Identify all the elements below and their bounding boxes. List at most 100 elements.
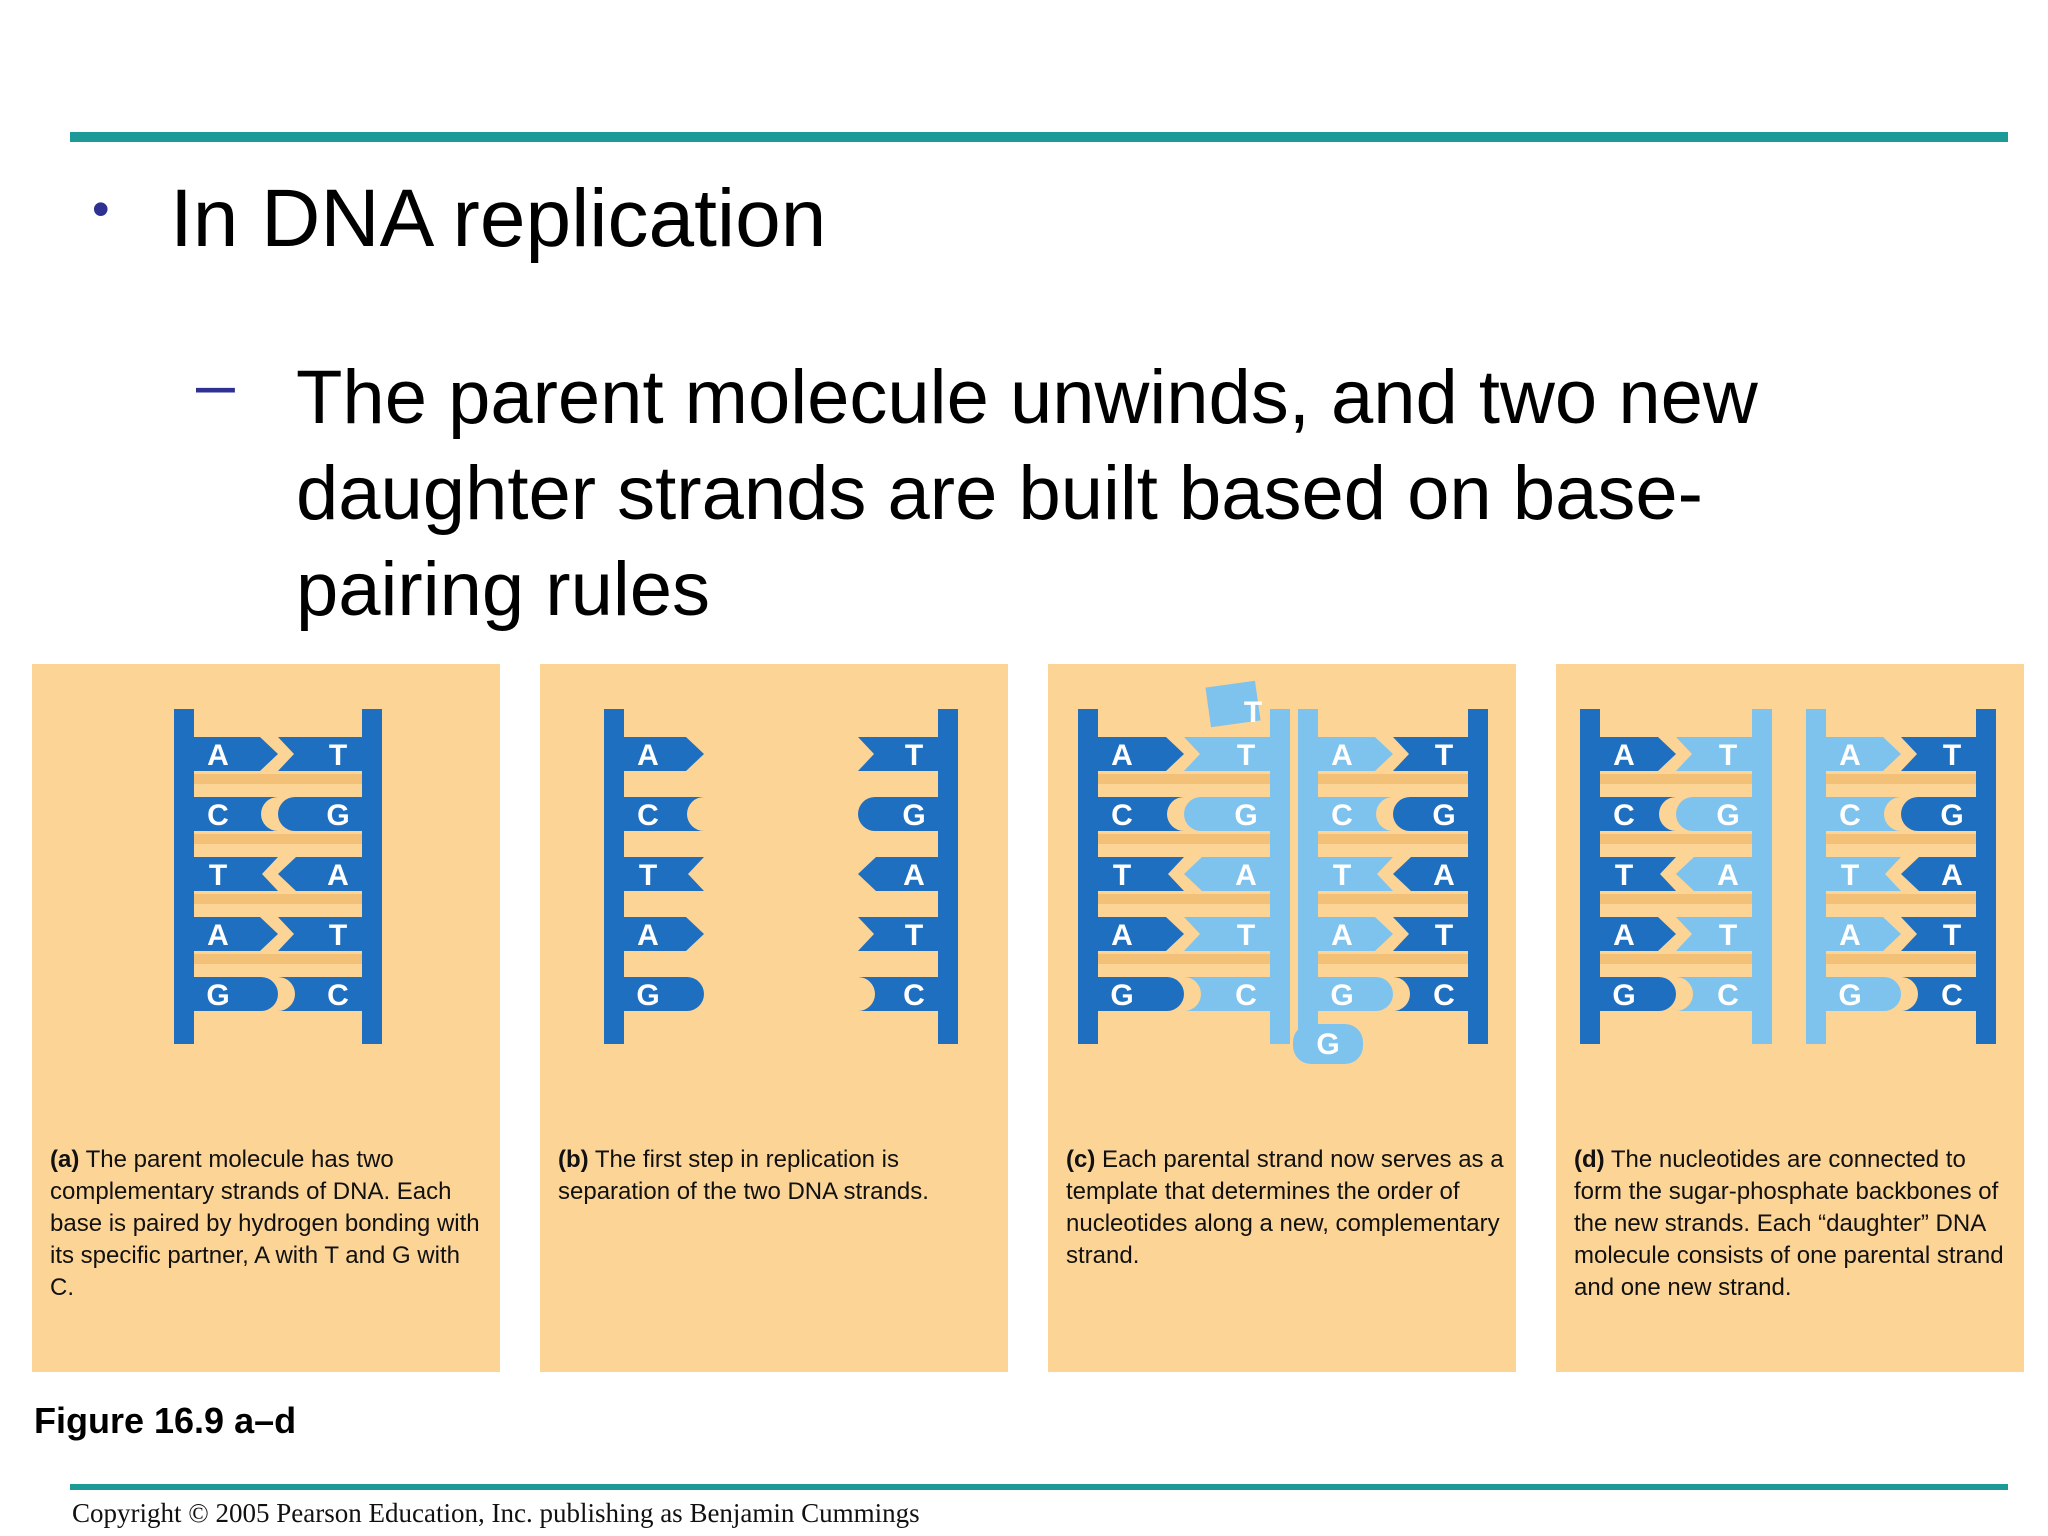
panel-a-rung	[194, 834, 362, 844]
panel-c-right-base-A	[1393, 857, 1468, 891]
panel-d-left-base-A	[1676, 857, 1752, 891]
bullet1-text: In DNA replication	[170, 173, 827, 264]
panel-c-right-rung	[1318, 834, 1468, 844]
panel-d-right-base-label: G	[1940, 799, 1963, 832]
panel-d-left-base-label: G	[1612, 979, 1635, 1012]
panel-d-left-base-C	[1676, 977, 1752, 1011]
panel-b-base-C	[858, 977, 938, 1011]
panel-d-right-rung	[1826, 954, 1976, 964]
panel-b-base-label: T	[639, 859, 657, 892]
panel-c-left-base-label: C	[1235, 979, 1257, 1012]
panel-d-caption-text: The nucleotides are connected to form th…	[1574, 1146, 2004, 1301]
panel-c-left-base-label: T	[1237, 739, 1255, 772]
panel-c-left-base-label: T	[1237, 919, 1255, 952]
panel-c-left-rung	[1098, 894, 1270, 904]
panel-c-right-base-label: C	[1331, 799, 1353, 832]
panel-a-base-label: G	[326, 799, 349, 832]
panel-b-base-label: A	[637, 739, 659, 772]
panel-b-base-A	[624, 917, 704, 951]
panel-a-caption-text: The parent molecule has two complementar…	[50, 1146, 480, 1301]
panel-b-base-label: C	[903, 979, 925, 1012]
panel-b-base-G	[624, 977, 704, 1011]
panel-c-left-base-A	[1184, 857, 1270, 891]
panel-b-base-G	[858, 797, 938, 831]
panel-b-base-label: A	[903, 859, 925, 892]
panel-d-right-base-label: T	[1943, 739, 1961, 772]
panel-c-caption-label: (c)	[1066, 1146, 1096, 1173]
panel-d-left-base-label: A	[1717, 859, 1739, 892]
panel-b-base-label: A	[637, 919, 659, 952]
panel-c-caption: (c) Each parental strand now serves as a…	[1066, 1144, 1506, 1272]
panel-a-base-A	[194, 737, 278, 771]
panel-d-right-base-label: G	[1838, 979, 1861, 1012]
panel-b-base-C	[624, 797, 704, 831]
panel-a-base-label: T	[329, 919, 347, 952]
panel-d-left-base-C	[1600, 797, 1676, 831]
panel-c-right-base-label: A	[1433, 859, 1455, 892]
panel-c-left-base-T	[1184, 737, 1270, 771]
panel-d-left-rung	[1600, 834, 1752, 844]
panel-c-right-base-G	[1393, 797, 1468, 831]
panel-b-base-T	[858, 737, 938, 771]
panel-b-base-label: G	[902, 799, 925, 832]
panel-d-right-base-G	[1826, 977, 1901, 1011]
copyright-notice: Copyright © 2005 Pearson Education, Inc.…	[72, 1498, 920, 1528]
panel-d-left-right-backbone	[1752, 709, 1772, 1044]
panel-d-left-base-label: A	[1613, 739, 1635, 772]
bullet2-text: The parent molecule unwinds, and two new…	[296, 355, 1758, 632]
panel-b-right-backbone	[938, 709, 958, 1044]
panel-a-base-label: G	[206, 979, 229, 1012]
panel-a-caption-label: (a)	[50, 1146, 80, 1173]
panel-c-left-base-T	[1098, 857, 1184, 891]
panel-c-right-base-T	[1318, 857, 1393, 891]
panel-d-left-rung	[1600, 774, 1752, 784]
panel-d-left-base-label: T	[1615, 859, 1633, 892]
panel-c-left-base-A	[1098, 917, 1184, 951]
panel-b-caption-label: (b)	[558, 1146, 589, 1173]
panel-a-base-label: C	[207, 799, 229, 832]
panel-a-base-T	[278, 737, 362, 771]
panel-d-right-base-C	[1901, 977, 1976, 1011]
panel-b-caption: (b) The first step in replication is sep…	[558, 1144, 998, 1208]
panel-c-left-base-label: C	[1111, 799, 1133, 832]
panel-c-left-base-C	[1184, 977, 1270, 1011]
panel-a-rung	[194, 954, 362, 964]
panel-b-base-T	[858, 917, 938, 951]
panel-d-right-base-T	[1901, 737, 1976, 771]
panel-d-left-left-backbone	[1580, 709, 1600, 1044]
panel-d-left-base-label: C	[1717, 979, 1739, 1012]
panel-a-base-label: A	[207, 919, 229, 952]
panel-d-right-base-A	[1826, 737, 1901, 771]
panel-c-right-rung	[1318, 894, 1468, 904]
panel-d-left-base-T	[1676, 737, 1752, 771]
panel-d-left-base-label: G	[1716, 799, 1739, 832]
top-divider	[70, 132, 2008, 142]
panel-a-rung	[194, 774, 362, 784]
panel-c-caption-text: Each parental strand now serves as a tem…	[1066, 1146, 1504, 1269]
panel-d-left-rung	[1600, 954, 1752, 964]
panel-d-right-base-label: C	[1941, 979, 1963, 1012]
panel-d-right-base-label: T	[1841, 859, 1859, 892]
panel-c-right-base-A	[1318, 737, 1393, 771]
panel-d-right-base-T	[1826, 857, 1901, 891]
figure-label: Figure 16.9 a–d	[34, 1400, 297, 1441]
panel-c-free-label: T	[1244, 696, 1262, 729]
panel-b-base-label: T	[905, 739, 923, 772]
panel-c-left-base-A	[1098, 737, 1184, 771]
panel-d-right-base-G	[1901, 797, 1976, 831]
panel-b-base-A	[858, 857, 938, 891]
panel-d-right-left-backbone	[1806, 709, 1826, 1044]
panel-b-base-label: C	[637, 799, 659, 832]
panel-d-right-base-A	[1826, 917, 1901, 951]
panel-d-right-base-label: A	[1839, 919, 1861, 952]
panel-a-rung	[194, 894, 362, 904]
panel-b-caption-text: The first step in replication is separat…	[558, 1146, 929, 1205]
panel-c-left-base-T	[1184, 917, 1270, 951]
panel-c-right-base-G	[1318, 977, 1393, 1011]
panel-a-base-label: A	[327, 859, 349, 892]
